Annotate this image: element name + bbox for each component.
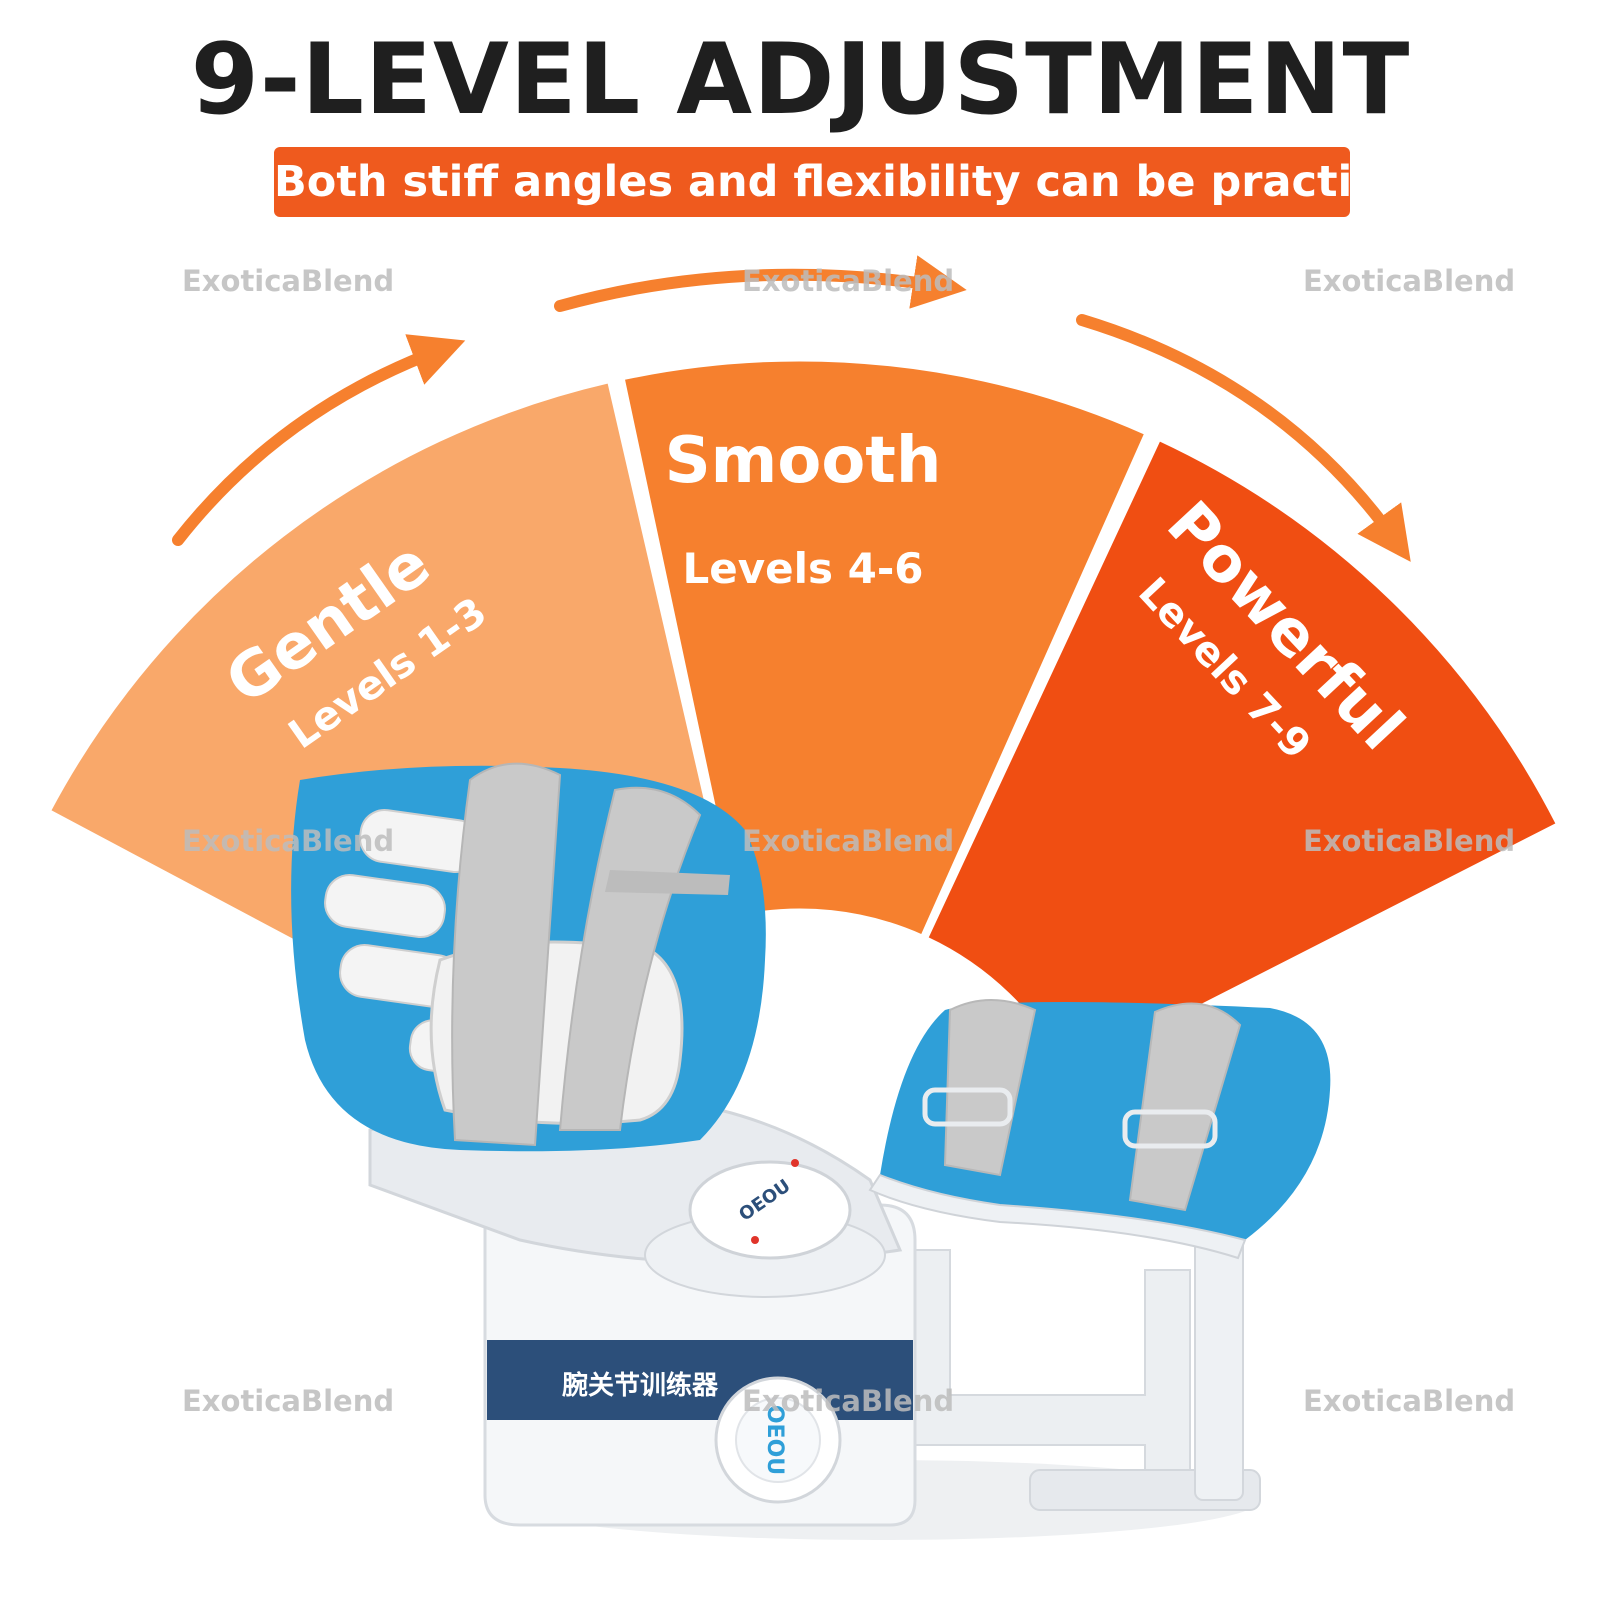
- side-dial-brand: OEOU: [762, 1405, 787, 1475]
- page-title: 9-LEVEL ADJUSTMENT: [190, 23, 1411, 137]
- watermark-1: ExoticaBlend: [182, 264, 394, 298]
- fan-segment-powerful: [925, 438, 1559, 1076]
- fan-segment-smooth: [621, 358, 1148, 938]
- base-label: 腕关节训练器: [561, 1370, 719, 1401]
- subtitle-banner: Both stiff angles and flexibility can be…: [274, 147, 1438, 217]
- arrow-middle-icon: [554, 255, 967, 312]
- subtitle-text: Both stiff angles and flexibility can be…: [274, 157, 1438, 207]
- watermark-6: ExoticaBlend: [1303, 824, 1515, 858]
- segment-label-smooth: Smooth Levels 4-6: [665, 424, 942, 593]
- watermarks: ExoticaBlend ExoticaBlend ExoticaBlend E…: [182, 264, 1515, 1418]
- watermark-8: ExoticaBlend: [742, 1384, 954, 1418]
- side-dial-inner: [735, 1397, 821, 1483]
- forearm-pad-rim: [868, 1173, 1247, 1260]
- strap-buckle-2: [1122, 1109, 1218, 1149]
- strap-buckle-1: [922, 1087, 1013, 1127]
- hub-marker-2: [751, 1236, 759, 1244]
- watermark-2: ExoticaBlend: [742, 264, 954, 298]
- smooth-levels: Levels 4-6: [682, 544, 923, 593]
- finger-roller-2: [324, 874, 446, 938]
- stand-frame: [904, 1249, 1191, 1491]
- watermark-4: ExoticaBlend: [182, 824, 394, 858]
- watermark-9: ExoticaBlend: [1303, 1384, 1515, 1418]
- watermark-5: ExoticaBlend: [742, 824, 954, 858]
- arrow-right-icon: [1076, 314, 1411, 562]
- rotation-hub: [688, 1160, 852, 1260]
- watermark-7: ExoticaBlend: [182, 1384, 394, 1418]
- hand-strap-1: [451, 762, 562, 1147]
- hand-strap-3: [605, 870, 730, 895]
- arrow-left-icon: [172, 334, 466, 546]
- wrist-trainer-device: 腕关节训练器 OEOU OEOU: [291, 762, 1331, 1540]
- hub-marker: [791, 1159, 799, 1167]
- watermark-3: ExoticaBlend: [1303, 264, 1515, 298]
- smooth-title: Smooth: [665, 424, 942, 498]
